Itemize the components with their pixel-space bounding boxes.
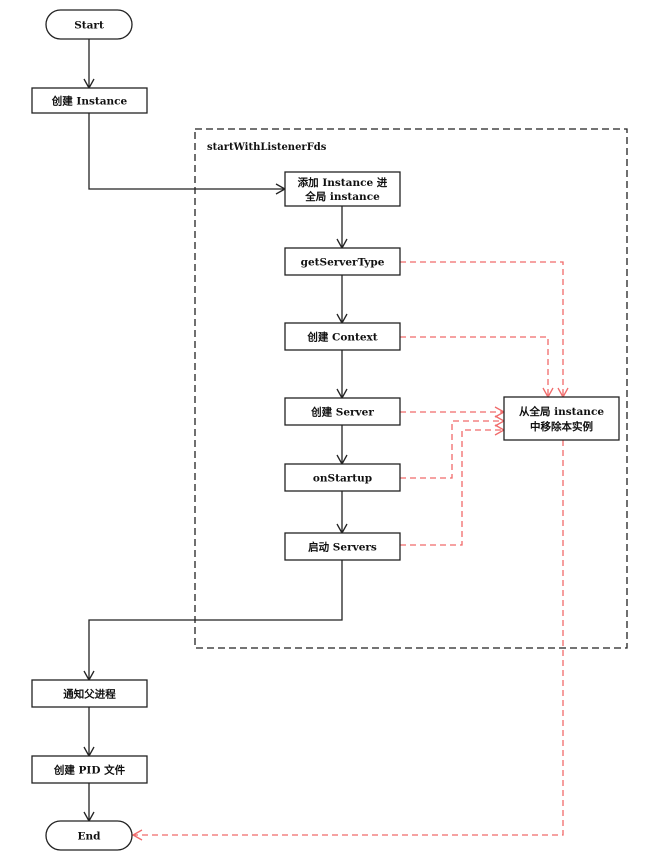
edge-start-servers-to-remove [400, 424, 506, 546]
add-instance-label-line1: 添加 Instance 进 [298, 176, 388, 189]
get-server-type-box [284, 247, 401, 276]
start-servers-box [284, 532, 401, 561]
edge-remove-to-end [131, 440, 564, 841]
create-context-box [284, 322, 401, 351]
start-label: Start [74, 20, 104, 32]
create-pid-box [31, 755, 148, 784]
create-server-label: 创建 Server [310, 406, 374, 419]
group-start-with-listener-fds [194, 128, 628, 649]
edge-create-instance-to-add-instance [88, 113, 287, 195]
add-instance-box [284, 171, 401, 207]
start-servers-label: 启动 Servers [308, 541, 377, 554]
edge-create-context-to-remove [400, 336, 554, 399]
create-pid-label: 创建 PID 文件 [53, 764, 126, 777]
remove-instance-label-line2: 中移除本实例 [530, 420, 593, 433]
end-label: End [78, 831, 102, 843]
create-instance-box [31, 87, 148, 114]
on-startup-box [284, 463, 401, 492]
start-terminal [45, 9, 133, 40]
edge-start-servers-to-notify-parent [83, 560, 343, 682]
remove-instance-box [503, 396, 620, 441]
on-startup-label: onStartup [313, 473, 372, 485]
create-context-label: 创建 Context [306, 331, 377, 344]
add-instance-label-line2: 全局 instance [304, 190, 380, 203]
create-instance-label: 创建 Instance [51, 95, 128, 108]
edge-get-server-type-to-remove [400, 261, 569, 399]
end-terminal [45, 820, 133, 851]
get-server-type-label: getServerType [301, 257, 385, 269]
remove-instance-label-line1: 从全局 instance [519, 405, 604, 418]
edge-on-startup-to-remove [400, 415, 506, 479]
notify-parent-label: 通知父进程 [63, 688, 116, 701]
notify-parent-box [31, 679, 148, 708]
group-label: startWithListenerFds [207, 142, 327, 153]
create-server-box [284, 397, 401, 426]
